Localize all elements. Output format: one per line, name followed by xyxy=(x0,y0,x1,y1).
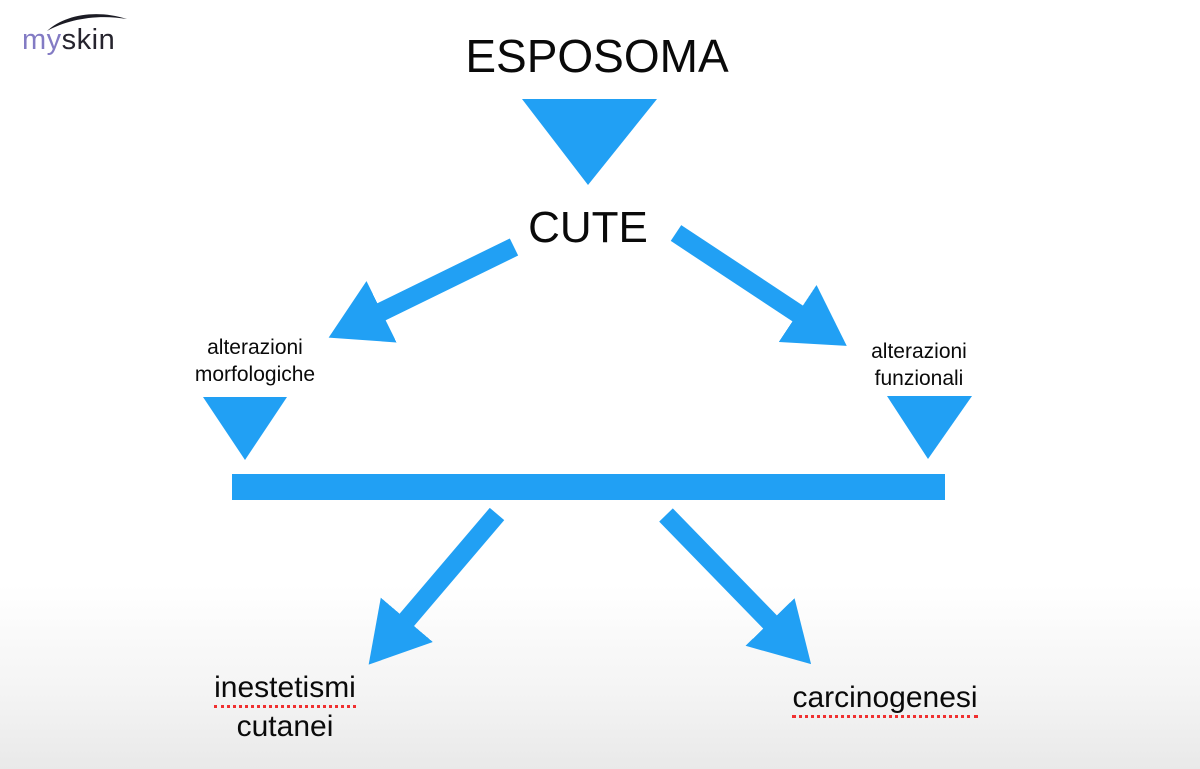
label-line: cutanei xyxy=(236,709,334,743)
arrow-to-functional-icon xyxy=(670,225,847,346)
label-inestetismi-cutanei: inestetismi cutanei xyxy=(185,669,385,746)
label-carcinogenesi: carcinogenesi xyxy=(735,679,1035,718)
logo-text-my: my xyxy=(22,24,62,56)
label-line: funzionali xyxy=(874,367,964,390)
arrow-to-carcinogenesi-icon xyxy=(659,508,812,665)
label-alterazioni-funzionali: alterazioni funzionali xyxy=(819,338,1019,392)
label-line-misspelled: inestetismi xyxy=(214,671,356,708)
myskin-logo: myskin xyxy=(0,0,180,70)
right-down-triangle-icon xyxy=(887,396,972,459)
left-down-triangle-icon xyxy=(203,397,287,460)
label-line-misspelled: carcinogenesi xyxy=(792,681,978,718)
logo-wordmark: myskin xyxy=(22,26,115,55)
arrow-to-morphological-icon xyxy=(328,238,519,343)
diagram-title: ESPOSOMA xyxy=(465,30,729,82)
skin-barrier-bar xyxy=(232,474,945,500)
esposoma-down-triangle-icon xyxy=(522,99,657,185)
arrow-to-inestetismi-icon xyxy=(368,507,505,665)
logo-text-skin: skin xyxy=(61,24,116,56)
logo-swoosh-icon xyxy=(47,14,127,31)
node-cute: CUTE xyxy=(528,203,648,252)
label-line: alterazioni xyxy=(207,336,303,359)
label-line: morfologiche xyxy=(194,363,316,386)
label-alterazioni-morfologiche: alterazioni morfologiche xyxy=(155,334,355,388)
label-line: alterazioni xyxy=(871,340,967,363)
